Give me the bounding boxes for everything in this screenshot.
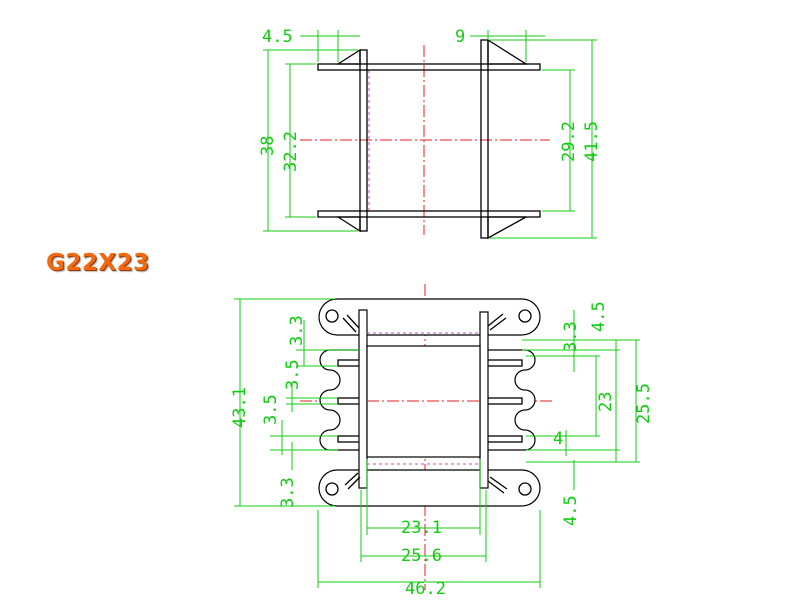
mount-hole-lower-right xyxy=(518,482,532,496)
top-pin-upper-right xyxy=(487,38,529,65)
front-wall-left xyxy=(358,309,368,489)
dim-front-4: 4 xyxy=(553,429,563,449)
top-flange-upper xyxy=(317,63,541,71)
mount-tab-lower xyxy=(318,469,541,507)
dim-front-4-5-b: 4.5 xyxy=(561,495,581,526)
dim-front-25-5: 25.5 xyxy=(634,383,654,424)
top-pin-lower-left xyxy=(335,216,361,233)
tab-pin-lower-left-b xyxy=(347,476,361,490)
dim-front-43-1: 43.1 xyxy=(230,387,250,428)
pin-frame-left xyxy=(319,349,366,451)
dim-top-9: 9 xyxy=(455,27,465,47)
front-wall-right xyxy=(479,311,489,489)
dim-top-4-5: 4.5 xyxy=(262,27,293,47)
mount-tab-upper xyxy=(318,298,541,336)
tab-pin-upper-right xyxy=(489,317,507,331)
top-pin-upper-left xyxy=(335,48,361,65)
dim-front-46-2: 46.2 xyxy=(405,579,446,599)
front-view: 43.1 3.3 3.5 3.5 3.3 3.3 4.5 3.3 23 25.5 xyxy=(230,284,654,599)
dim-front-3-3-a: 3.3 xyxy=(287,315,307,346)
mount-hole-upper-left xyxy=(325,309,339,323)
dim-top-29-2: 29.2 xyxy=(559,121,579,162)
mount-hole-lower-left xyxy=(325,482,339,496)
dim-front-3-5-a: 3.5 xyxy=(283,359,303,390)
dim-front-23-1: 23.1 xyxy=(401,518,442,538)
part-label: G22X23 xyxy=(46,250,150,276)
dim-front-3-5-b: 3.5 xyxy=(261,394,281,425)
dim-top-41-5: 41.5 xyxy=(582,121,602,162)
dim-front-3-3-c: 3.3 xyxy=(278,477,298,508)
top-pin-lower-right xyxy=(487,216,527,240)
tab-pin-lower-right xyxy=(489,476,508,490)
dim-top-32-2: 32.2 xyxy=(281,131,301,172)
dim-front-23: 23 xyxy=(596,392,616,412)
dim-front-3-3-right: 3.3 xyxy=(561,321,581,352)
tab-pin-lower-left xyxy=(344,472,359,486)
top-flange-lower xyxy=(317,210,541,218)
top-wall-right xyxy=(480,39,489,239)
top-view: 4.5 9 38 32.2 29.2 41.5 xyxy=(258,27,602,240)
tab-pin-upper-left xyxy=(342,317,357,333)
pin-frame-right xyxy=(484,349,536,451)
tab-pin-upper-right-b xyxy=(487,313,504,327)
top-wall-left xyxy=(359,49,368,232)
mount-hole-upper-right xyxy=(518,309,532,323)
dim-front-25-6: 25.6 xyxy=(401,546,442,566)
dim-front-4-5-a: 4.5 xyxy=(589,301,609,332)
tab-pin-upper-left-b xyxy=(346,314,360,329)
tab-pin-lower-right-b xyxy=(487,480,505,494)
dim-top-38: 38 xyxy=(258,136,278,156)
